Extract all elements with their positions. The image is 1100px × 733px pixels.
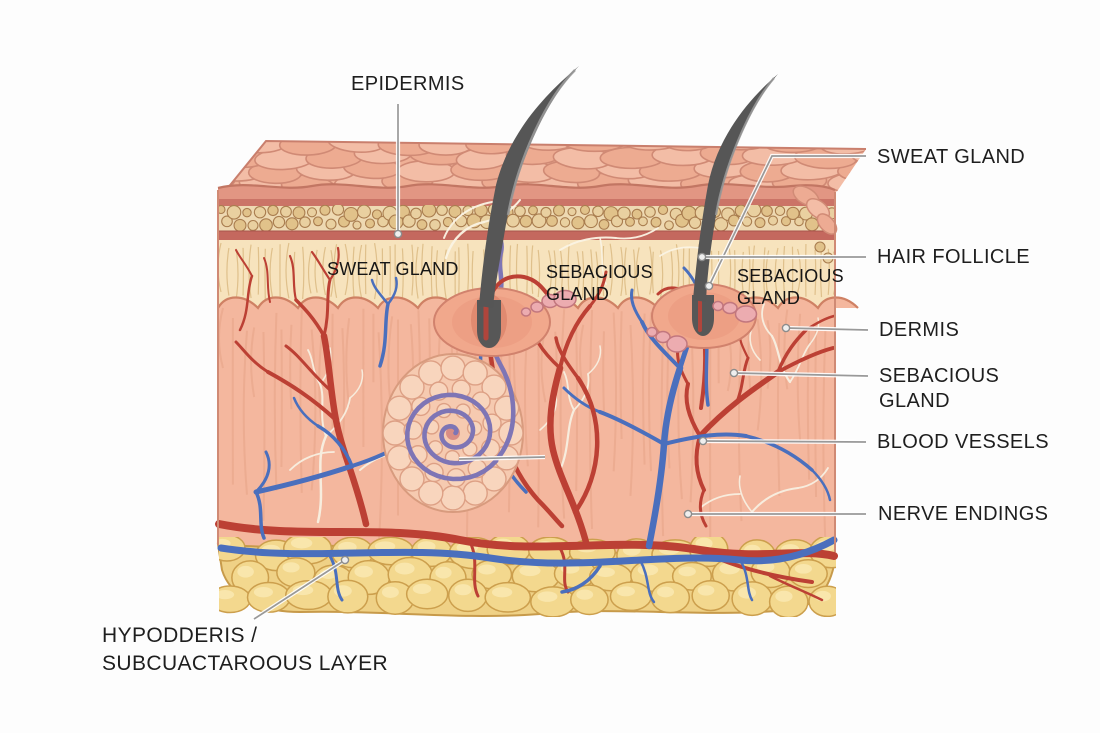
sweat-gland-coil [382,233,600,515]
callout-sweat-gland: SWEAT GLAND [877,146,1026,168]
skin-block [215,66,867,617]
callout-sebacious-gland-line2: GLAND [879,390,950,412]
inner-label-sebacious-right-line1: SEBACIOUS [737,266,844,286]
callout-hypodermis: HYPODDERIS / SUBCUACTAROOUS LAYER [102,622,388,678]
inner-label-sebacious-center-line1: SEBACIOUS [546,262,653,282]
callout-nerve-endings: NERVE ENDINGS [878,503,1049,525]
inner-label-sebacious-right-line2: GLAND [737,288,801,308]
leader-lines [252,104,869,621]
inner-label-sebacious-center-line2: GLAND [546,284,610,304]
inner-label-sebacious-gland-center: SEBACIOUS GLAND [546,261,653,305]
callout-hypodermis-line2: SUBCUACTAROOUS LAYER [102,652,389,675]
sebaceous-gland-cluster-1 [520,289,577,317]
callout-sebacious-gland-line1: SEBACIOUS [879,365,1000,387]
hair-follicle-1 [433,274,554,357]
hypodermis-fat-layer [216,537,836,617]
callout-hypodermis-line1: HYPODDERIS / [102,624,258,647]
callout-sebacious-gland: SEBACIOUS GLAND [879,364,999,414]
basal-stripe [217,230,836,242]
callout-hair-follicle: HAIR FOLLICLE [877,246,1031,268]
epidermis-front-band [217,182,836,207]
inner-label-sweat-gland: SWEAT GLAND [327,259,459,279]
hair-bulb-1 [477,300,501,348]
callout-blood-vessels: BLOOD VESSELS [877,431,1049,453]
hair-shaft-1 [479,66,579,308]
inner-label-sebacious-gland-right: SEBACIOUS GLAND [737,265,844,309]
sebaceous-gland-cluster-2 [712,300,758,323]
callout-epidermis: EPIDERMIS [351,73,465,95]
right-corner-wrap [792,185,838,264]
hair-bulb-2 [692,295,714,336]
callout-dermis: DERMIS [879,319,960,341]
sebaceous-gland-cluster-3 [646,326,688,353]
hair-shaft-2 [693,74,778,302]
